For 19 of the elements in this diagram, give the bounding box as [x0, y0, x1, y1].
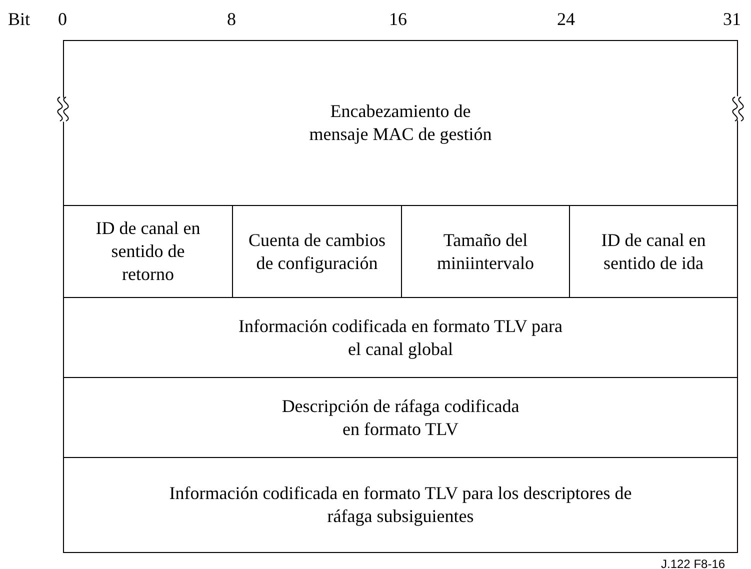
bit-number: 8 — [227, 8, 236, 31]
field-box — [63, 457, 738, 553]
field-label: Tamaño del miniintervalo — [436, 228, 535, 274]
figure-id: J.122 F8-16 — [661, 556, 726, 569]
field-label: Información codificada en formato TLV para el canal global — [237, 314, 564, 360]
field-box — [63, 297, 738, 378]
field-label: ID de canal en sentido de retorno — [94, 217, 202, 286]
field-box — [63, 40, 738, 206]
field-label: ID de canal en sentido de ida — [600, 228, 707, 274]
bit-number: 16 — [389, 8, 407, 31]
field-label: Información codificada en formato TLV para los descriptores de ráfaga subsiguientes — [168, 482, 633, 528]
field-label: Encabezamiento de mensaje MAC de gestión — [308, 100, 493, 146]
field-label: Descripción de ráfaga codificada en formato TLV — [280, 394, 520, 440]
bit-number: 31 — [723, 8, 741, 31]
bit-number: 24 — [557, 8, 575, 31]
field-label: Cuenta de cambios de configuración — [248, 228, 386, 274]
bit-number: Bit — [8, 8, 30, 31]
field-box — [63, 377, 738, 458]
bit-number: 0 — [58, 8, 67, 31]
